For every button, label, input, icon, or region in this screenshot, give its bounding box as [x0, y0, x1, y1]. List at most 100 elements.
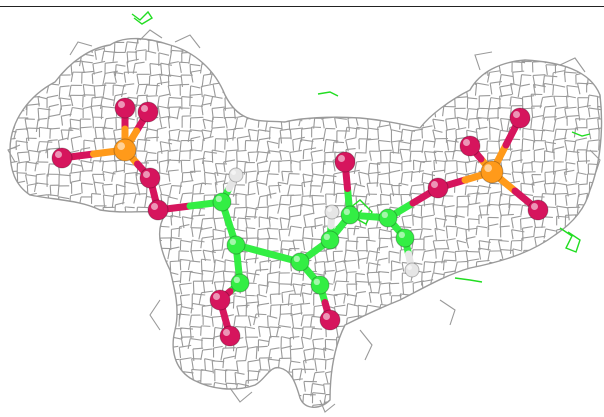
mesh-segment: [258, 326, 261, 337]
mesh-segment: [202, 50, 217, 55]
carbon-atom[interactable]: [340, 205, 360, 225]
mesh-segment: [81, 182, 93, 185]
mesh-segment: [15, 369, 18, 381]
mesh-segment: [212, 360, 225, 363]
mesh-segment: [508, 151, 513, 161]
mesh-segment: [575, 227, 586, 231]
oxygen-atom[interactable]: [147, 199, 169, 221]
phosphorus-atom[interactable]: [480, 160, 504, 184]
carbon-atom[interactable]: [310, 275, 330, 295]
mesh-segment: [80, 160, 84, 171]
mesh-segment: [237, 382, 249, 387]
mesh-segment: [322, 95, 325, 109]
carbon-atom[interactable]: [226, 235, 246, 255]
mesh-segment: [257, 116, 260, 128]
oxygen-atom[interactable]: [509, 107, 531, 129]
carbon-atom[interactable]: [290, 252, 310, 272]
mesh-segment: [49, 185, 52, 196]
mesh-segment: [345, 84, 355, 87]
mesh-segment: [367, 271, 381, 274]
mesh-segment: [465, 382, 469, 396]
mesh-segment: [72, 224, 84, 228]
oxygen-atom[interactable]: [319, 309, 341, 331]
mesh-segment: [125, 206, 135, 209]
mesh-segment: [389, 94, 402, 98]
mesh-segment: [354, 84, 358, 98]
mesh-segment: [375, 391, 378, 403]
hydrogen-atom[interactable]: [228, 167, 244, 183]
mesh-segment: [244, 380, 247, 390]
mesh-segment: [80, 239, 90, 242]
oxygen-atom[interactable]: [209, 289, 231, 311]
oxygen-atom[interactable]: [527, 199, 549, 221]
carbon-atom[interactable]: [395, 228, 415, 248]
mesh-segment: [530, 325, 534, 338]
mesh-segment: [127, 41, 137, 44]
mesh-segment: [476, 259, 490, 263]
mesh-segment: [412, 215, 423, 219]
mesh-segment: [410, 97, 412, 109]
mesh-segment: [377, 391, 388, 394]
mesh-segment: [91, 236, 95, 248]
mesh-segment: [587, 40, 601, 43]
phosphorus-atom[interactable]: [113, 138, 137, 162]
mesh-segment: [597, 193, 601, 205]
mesh-segment: [564, 259, 569, 270]
mesh-segment: [223, 347, 236, 349]
oxygen-atom[interactable]: [334, 151, 356, 173]
mesh-segment: [201, 258, 211, 261]
carbon-atom[interactable]: [320, 230, 340, 250]
oxygen-atom[interactable]: [219, 325, 241, 347]
mesh-segment: [455, 136, 466, 140]
mesh-segment: [69, 107, 73, 117]
oxygen-atom[interactable]: [459, 135, 481, 157]
mesh-segment: [453, 326, 457, 338]
mesh-segment: [556, 215, 569, 218]
mesh-segment: [91, 160, 94, 172]
mesh-segment: [565, 95, 568, 108]
mesh-segment: [533, 38, 545, 41]
mesh-segment: [102, 105, 116, 109]
mesh-segment: [221, 237, 224, 251]
mesh-segment: [597, 106, 601, 120]
mesh-segment: [477, 62, 489, 64]
mesh-segment: [531, 161, 533, 171]
oxygen-atom[interactable]: [427, 177, 449, 199]
mesh-segment: [71, 379, 81, 384]
mesh-segment: [27, 206, 32, 218]
mesh-segment: [542, 369, 546, 380]
mesh-segment: [466, 325, 476, 328]
mesh-strand: [149, 299, 161, 331]
oxygen-atom[interactable]: [139, 167, 161, 189]
mesh-segment: [280, 240, 283, 254]
carbon-atom[interactable]: [378, 208, 398, 228]
mesh-segment: [422, 28, 431, 29]
mesh-segment: [279, 108, 283, 119]
hydrogen-atom[interactable]: [324, 204, 340, 220]
hydrogen-atom[interactable]: [404, 262, 420, 278]
mesh-segment: [215, 180, 225, 184]
mesh-segment: [256, 369, 260, 381]
oxygen-atom[interactable]: [51, 147, 73, 169]
carbon-atom[interactable]: [230, 273, 250, 293]
carbon-atom[interactable]: [212, 192, 232, 212]
mesh-segment: [246, 272, 260, 276]
mesh-segment: [500, 249, 504, 260]
oxygen-atom[interactable]: [114, 97, 136, 119]
mesh-segment: [533, 227, 536, 238]
mesh-segment: [575, 260, 578, 271]
mesh-segment: [509, 282, 523, 285]
mesh-segment: [322, 118, 325, 129]
mesh-segment: [598, 405, 601, 408]
mesh-segment: [24, 195, 28, 206]
mesh-segment: [534, 148, 545, 152]
oxygen-atom[interactable]: [137, 101, 159, 123]
mesh-segment: [180, 239, 192, 243]
mesh-segment: [391, 139, 404, 143]
mesh-segment: [565, 195, 568, 206]
mesh-segment: [137, 227, 148, 230]
mesh-segment: [421, 214, 435, 218]
mesh-segment: [58, 137, 68, 142]
mesh-segment: [563, 295, 567, 307]
